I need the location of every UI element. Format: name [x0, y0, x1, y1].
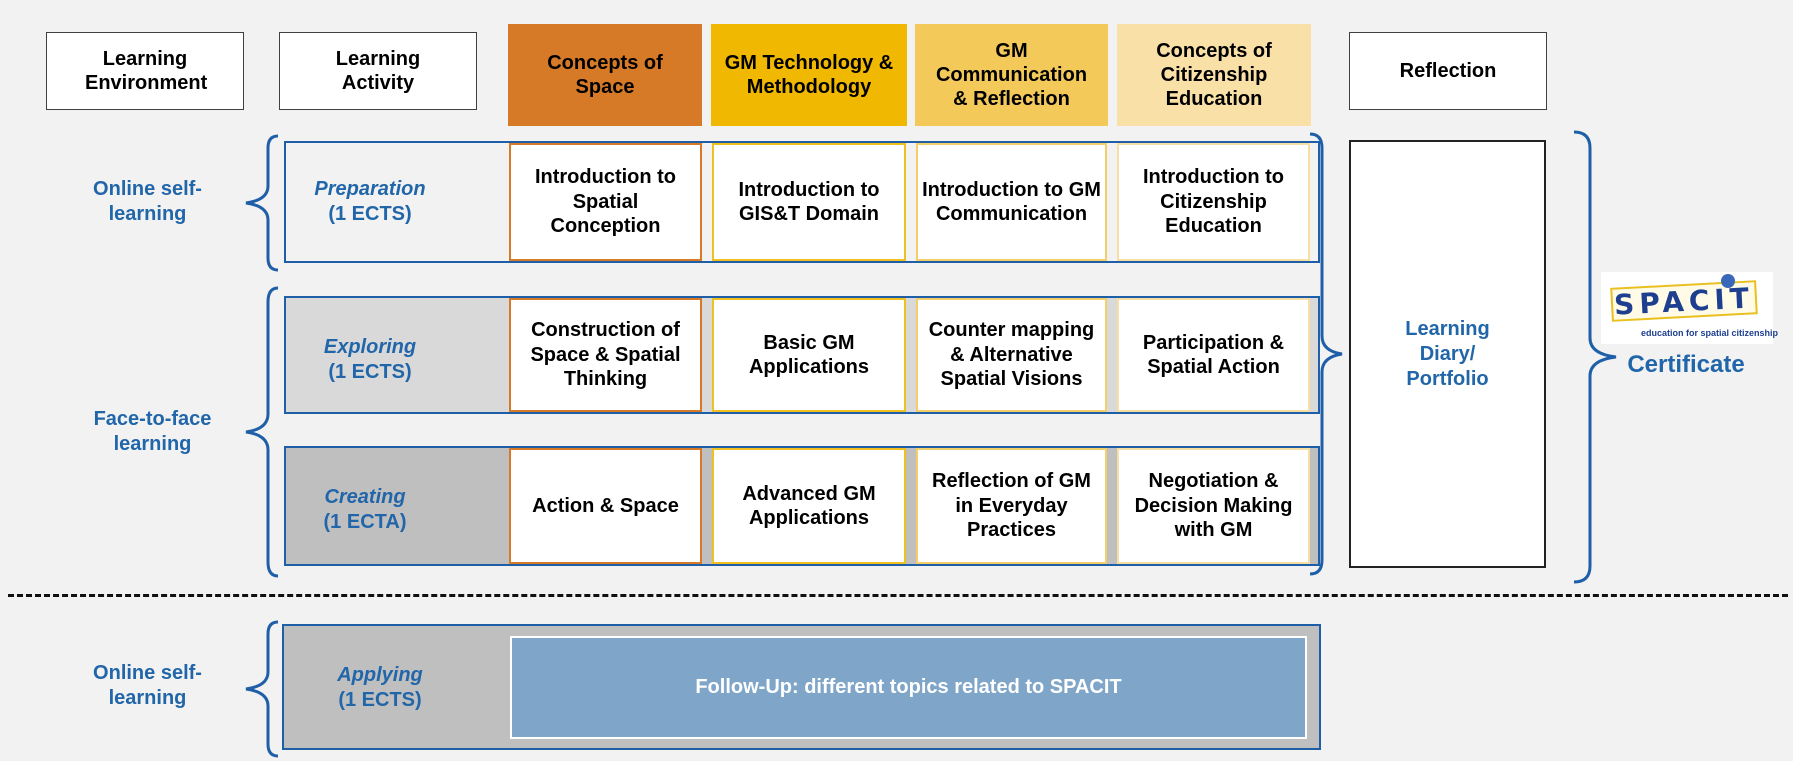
cell-creating-citizenship-text: Negotiation & Decision Making with GM: [1134, 470, 1293, 542]
learning-diary-box: Learning Diary/ Portfolio: [1349, 140, 1546, 568]
header-concepts-of-citizenship-text: Concepts of Citizenship Education: [1156, 40, 1272, 110]
cell-preparation-space-text: Introduction to Spatial Conception: [534, 166, 677, 238]
header-reflection-text: Reflection: [1399, 60, 1497, 82]
env-face-to-face: Face-to-face learning: [70, 402, 235, 462]
follow-up-text: Follow-Up: different topics related to S…: [695, 676, 1122, 698]
activity-preparation: Preparation (1 ECTS): [290, 172, 450, 232]
header-learning-environment-text: Learning Environment: [85, 48, 208, 94]
brace-face-to-face: [245, 286, 279, 578]
header-learning-activity: Learning Activity: [279, 32, 477, 110]
certificate-text: Certificate: [1627, 351, 1745, 378]
header-gm-technology-text: GM Technology & Methodology: [724, 52, 894, 98]
cell-creating-citizenship: Negotiation & Decision Making with GM: [1117, 448, 1310, 564]
activity-creating: Creating (1 ECTA): [290, 480, 440, 540]
cell-creating-space: Action & Space: [509, 448, 702, 564]
activity-creating-credits: (1 ECTA): [323, 511, 407, 533]
cell-exploring-technology: Basic GM Applications: [712, 298, 906, 412]
header-reflection: Reflection: [1349, 32, 1547, 110]
activity-preparation-name: Preparation: [314, 178, 426, 200]
cell-exploring-citizenship: Participation & Spatial Action: [1117, 298, 1310, 412]
cell-creating-technology: Advanced GM Applications: [712, 448, 906, 564]
activity-applying-name: Applying: [337, 664, 423, 686]
header-concepts-of-citizenship: Concepts of Citizenship Education: [1117, 24, 1311, 126]
header-gm-communication-text: GM Communication & Reflection: [935, 40, 1088, 110]
cell-preparation-citizenship: Introduction to Citizenship Education: [1117, 143, 1310, 261]
brace-certificate: [1573, 130, 1617, 584]
learning-diary-text: Learning Diary/ Portfolio: [1405, 317, 1490, 390]
spacit-logo: SPACIT education for spatial citizenship: [1601, 272, 1779, 344]
cell-exploring-citizenship-text: Participation & Spatial Action: [1142, 331, 1285, 378]
cell-exploring-communication-text: Counter mapping & Alternative Spatial Vi…: [928, 319, 1095, 391]
cell-creating-communication-text: Reflection of GM in Everyday Practices: [932, 470, 1091, 542]
brace-modules-right: [1309, 132, 1343, 576]
activity-exploring: Exploring (1 ECTS): [290, 330, 450, 390]
cell-preparation-technology-text: Introduction to GIS&T Domain: [738, 178, 880, 225]
cell-preparation-technology: Introduction to GIS&T Domain: [712, 143, 906, 261]
activity-applying: Applying (1 ECTS): [305, 658, 455, 718]
cell-preparation-communication-text: Introduction to GM Communication: [922, 178, 1101, 225]
cell-creating-communication: Reflection of GM in Everyday Practices: [916, 448, 1107, 564]
spacit-logo-tagline: education for spatial citizenship: [1641, 328, 1779, 338]
activity-applying-credits: (1 ECTS): [338, 689, 422, 711]
env-online-bottom-text: Online self-learning: [93, 662, 202, 709]
env-face-to-face-text: Face-to-face learning: [93, 408, 212, 455]
header-concepts-of-space-text: Concepts of Space: [547, 52, 663, 98]
section-divider: [8, 594, 1788, 597]
cell-creating-technology-text: Advanced GM Applications: [742, 482, 876, 529]
pin-icon: [1721, 274, 1735, 288]
follow-up-box: Follow-Up: different topics related to S…: [510, 636, 1307, 739]
activity-exploring-name: Exploring: [323, 336, 417, 358]
certificate-label: Certificate: [1600, 348, 1772, 382]
spacit-logo-text: SPACIT: [1613, 280, 1755, 322]
env-online-top: Online self-learning: [70, 172, 225, 232]
header-gm-communication: GM Communication & Reflection: [915, 24, 1108, 126]
cell-exploring-space: Construction of Space & Spatial Thinking: [509, 298, 702, 412]
header-learning-environment: Learning Environment: [46, 32, 244, 110]
activity-creating-name: Creating: [324, 486, 406, 508]
cell-preparation-communication: Introduction to GM Communication: [916, 143, 1107, 261]
header-concepts-of-space: Concepts of Space: [508, 24, 702, 126]
cell-exploring-space-text: Construction of Space & Spatial Thinking: [530, 319, 681, 391]
cell-preparation-space: Introduction to Spatial Conception: [509, 143, 702, 261]
header-learning-activity-text: Learning Activity: [335, 48, 421, 94]
env-online-bottom: Online self-learning: [70, 656, 225, 716]
header-gm-technology: GM Technology & Methodology: [711, 24, 907, 126]
activity-preparation-credits: (1 ECTS): [328, 203, 412, 225]
cell-preparation-citizenship-text: Introduction to Citizenship Education: [1142, 166, 1285, 238]
activity-exploring-credits: (1 ECTS): [328, 361, 412, 383]
cell-exploring-technology-text: Basic GM Applications: [748, 331, 869, 378]
env-online-top-text: Online self-learning: [93, 178, 202, 225]
brace-online-top: [245, 134, 279, 272]
cell-exploring-communication: Counter mapping & Alternative Spatial Vi…: [916, 298, 1107, 412]
cell-creating-space-text: Action & Space: [532, 494, 679, 517]
brace-online-bottom: [245, 620, 279, 758]
